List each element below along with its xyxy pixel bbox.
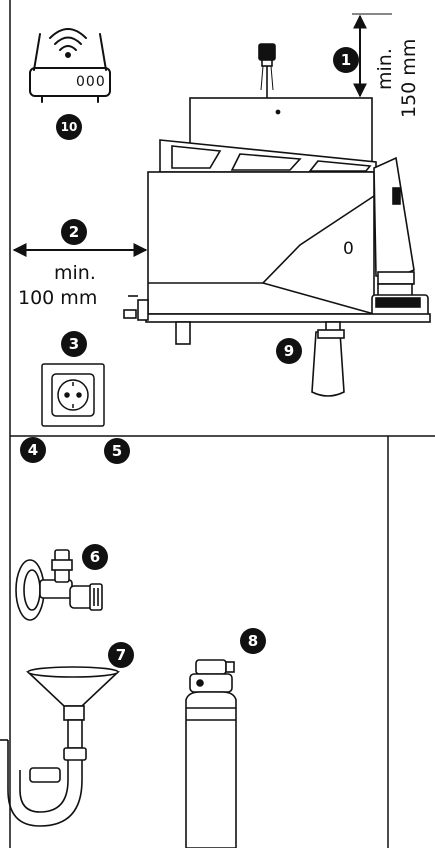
callout-1: 1 bbox=[333, 47, 359, 73]
coffee-machine bbox=[123, 43, 431, 397]
callout-6: 6 bbox=[82, 544, 108, 570]
callout-7: 7 bbox=[108, 642, 134, 668]
callout-9: 9 bbox=[276, 338, 302, 364]
callout-10: 10 bbox=[56, 114, 82, 140]
water-filter-icon bbox=[185, 659, 237, 849]
callout-2: 2 bbox=[61, 219, 87, 245]
callout-8: 8 bbox=[240, 628, 266, 654]
drain-siphon-icon bbox=[0, 666, 121, 827]
machine-power-symbol: 0 bbox=[343, 239, 354, 259]
top-clearance-min: min. bbox=[374, 48, 396, 90]
callout-4: 4 bbox=[20, 437, 46, 463]
top-clearance-arrow bbox=[352, 13, 392, 98]
angle-valve-icon bbox=[15, 549, 103, 621]
wifi-router-icon bbox=[29, 28, 111, 103]
room-frame bbox=[9, 0, 435, 848]
callout-3: 3 bbox=[61, 331, 87, 357]
router-display: 000 bbox=[76, 74, 106, 90]
callout-5: 5 bbox=[104, 438, 130, 464]
top-clearance-value: 150 mm bbox=[398, 38, 420, 118]
power-socket-icon bbox=[41, 363, 105, 427]
side-clearance-value: 100 mm bbox=[18, 287, 98, 309]
side-clearance-min: min. bbox=[54, 262, 96, 284]
